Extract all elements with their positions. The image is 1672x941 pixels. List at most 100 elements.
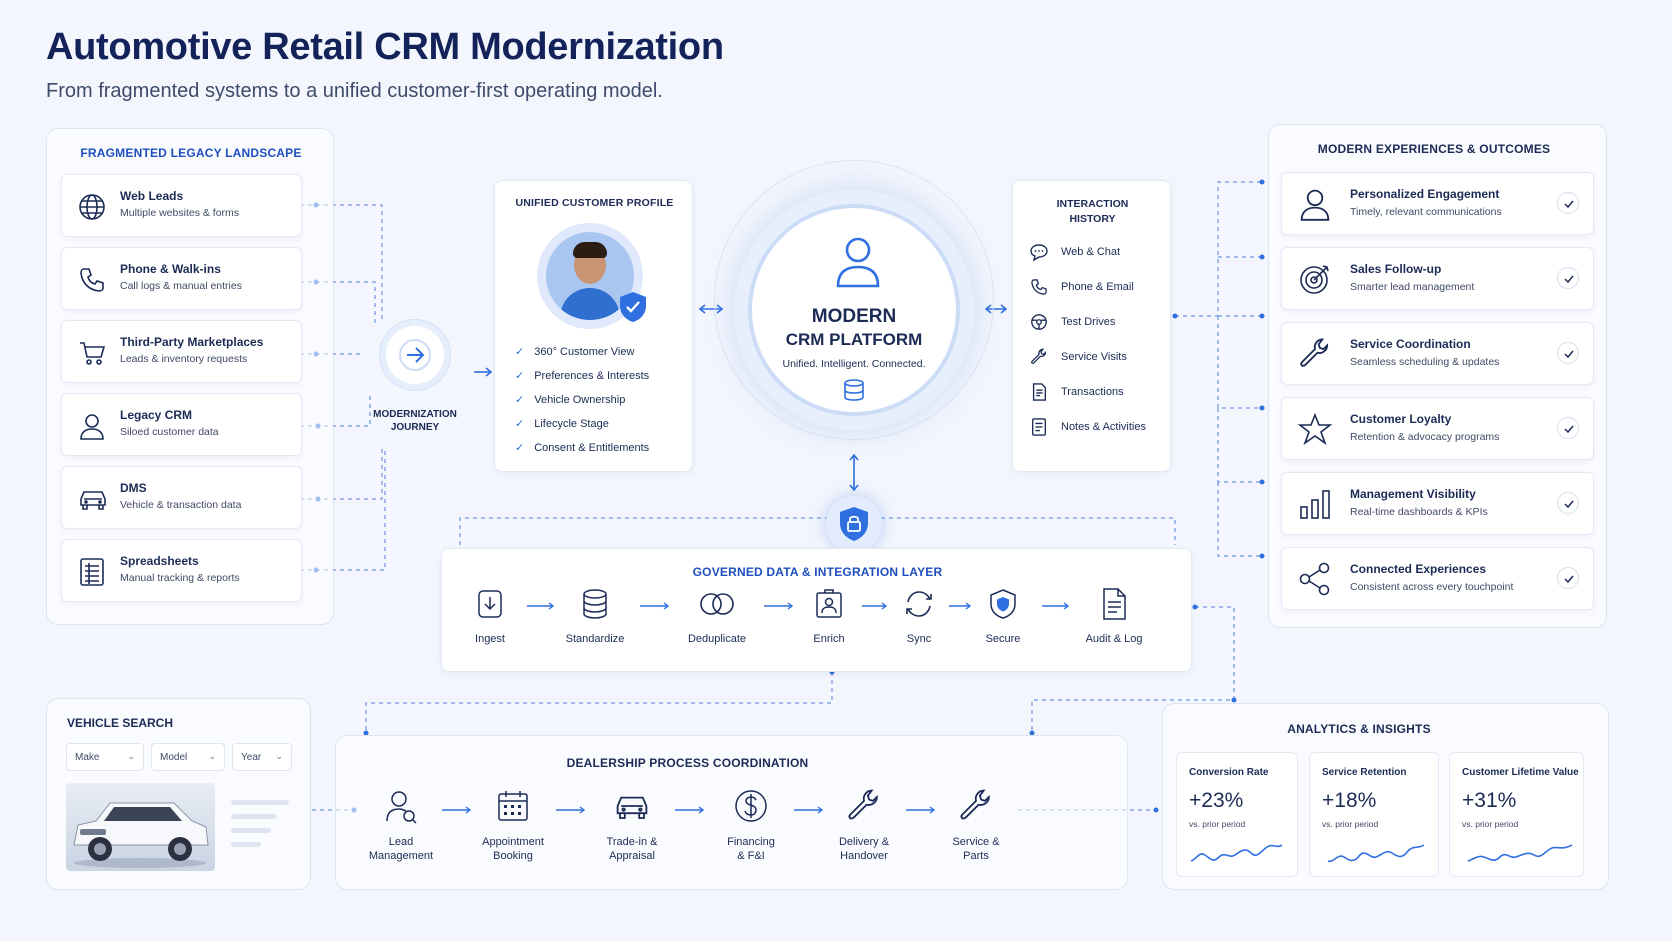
make-select[interactable]: Make⌄ [66, 743, 144, 771]
outcome-subtitle: Smarter lead management [1350, 281, 1475, 293]
globe-icon [79, 194, 105, 220]
outcome-sales-follow-up[interactable]: Sales Follow-up Smarter lead management [1281, 247, 1594, 310]
target-icon [1300, 265, 1329, 294]
outcome-title: Customer Loyalty [1350, 412, 1452, 426]
interaction-item: Transactions [1029, 383, 1124, 401]
profile-item-label: Consent & Entitlements [534, 441, 650, 454]
process-title: DEALERSHIP PROCESS COORDINATION [566, 756, 809, 770]
outcome-management-visibility[interactable]: Management Visibility Real-time dashboar… [1281, 472, 1594, 535]
governed-step-secure[interactable]: Secure [958, 587, 1048, 646]
user-icon [836, 237, 880, 288]
kpi-value: +23% [1189, 789, 1244, 812]
wrench-icon [848, 789, 878, 820]
check-icon: ✓ [515, 370, 525, 382]
profile-item: ✓Consent & Entitlements [515, 441, 650, 455]
profile-item-label: Lifecycle Stage [534, 417, 609, 430]
interaction-title-line1: INTERACTION [1056, 198, 1129, 210]
governed-step-deduplicate[interactable]: Deduplicate [672, 587, 762, 646]
year-select[interactable]: Year⌄ [232, 743, 292, 771]
check-icon: ✓ [515, 394, 525, 406]
sync-icon [906, 591, 932, 617]
interaction-item-label: Web & Chat [1061, 246, 1121, 258]
check-icon [1557, 417, 1579, 439]
kpi-conversion-rate[interactable]: Conversion Rate +23% vs. prior period [1176, 752, 1298, 877]
profile-title: UNIFIED CUSTOMER PROFILE [515, 197, 674, 209]
legacy-item-legacy-crm[interactable]: Legacy CRM Siloed customer data [61, 393, 302, 456]
verified-shield-icon [620, 292, 646, 322]
kpi-label: Service Retention [1322, 767, 1407, 778]
interaction-item-label: Service Visits [1061, 351, 1127, 363]
interaction-item-label: Notes & Activities [1061, 421, 1146, 433]
governed-step-audit-log[interactable]: Audit & Log [1069, 587, 1159, 646]
sparkline [1327, 844, 1425, 863]
step-label: Trade-in &Appraisal [606, 836, 658, 862]
outcome-service-coordination[interactable]: Service Coordination Seamless scheduling… [1281, 322, 1594, 385]
kpi-label: Customer Lifetime Value [1462, 767, 1579, 778]
process-step-delivery[interactable]: Delivery &Handover [819, 788, 909, 863]
step-label: Standardize [565, 633, 625, 645]
governed-step-enrich[interactable]: Enrich [784, 587, 874, 646]
enrich-icon [816, 589, 842, 618]
legacy-item-title: Web Leads [120, 189, 184, 203]
arrow-right-icon [399, 339, 431, 371]
lock-shield-icon [840, 507, 868, 541]
ingest-icon [478, 590, 502, 618]
interaction-item-label: Phone & Email [1061, 281, 1134, 293]
receipt-icon [1032, 383, 1046, 401]
legacy-item-title: Phone & Walk-ins [120, 262, 221, 276]
governed-step-standardize[interactable]: Standardize [550, 587, 640, 646]
check-icon: ✓ [515, 346, 525, 358]
car-icon [616, 796, 648, 819]
outcome-customer-loyalty[interactable]: Customer Loyalty Retention & advocacy pr… [1281, 397, 1594, 460]
outcome-connected-experiences[interactable]: Connected Experiences Consistent across … [1281, 547, 1594, 610]
model-select[interactable]: Model⌄ [151, 743, 225, 771]
database-icon [583, 589, 607, 619]
governed-step-sync[interactable]: Sync [874, 587, 964, 646]
profile-item: ✓ Lifecycle Stage [515, 417, 609, 431]
legacy-item-spreadsheets[interactable]: Spreadsheets Manual tracking & reports [61, 539, 302, 602]
kpi-service-retention[interactable]: Service Retention +18% vs. prior period [1309, 752, 1439, 877]
lead-icon [386, 791, 417, 824]
chevron-down-icon: ⌄ [275, 751, 283, 761]
crm-platform[interactable]: MODERN CRM PLATFORM Unified. Intelligent… [748, 204, 960, 416]
sparkline [1190, 844, 1283, 862]
step-label: Ingest [475, 633, 505, 645]
profile-item-label: 360° Customer View [534, 345, 635, 358]
legacy-item-marketplaces[interactable]: Third-Party Marketplaces Leads & invento… [61, 320, 302, 383]
unified-customer-profile-card: UNIFIED CUSTOMER PROFILE ✓ 360° Customer … [494, 180, 693, 472]
process-step-service-parts[interactable]: Service &Parts [931, 788, 1021, 863]
modernization-journey-node[interactable] [380, 320, 450, 390]
kpi-customer-lifetime-value[interactable]: Customer Lifetime Value +31% vs. prior p… [1449, 752, 1584, 877]
chevron-down-icon: ⌄ [127, 751, 135, 761]
governed-step-ingest[interactable]: Ingest [445, 587, 535, 646]
outcome-personalized-engagement[interactable]: Personalized Engagement Timely, relevant… [1281, 172, 1594, 235]
modernization-journey-label: MODERNIZATION JOURNEY [355, 408, 475, 434]
outcome-title: Sales Follow-up [1350, 262, 1442, 276]
kpi-note: vs. prior period [1322, 819, 1379, 829]
profile-item: ✓Vehicle Ownership [515, 393, 625, 407]
process-step-trade-in[interactable]: Trade-in &Appraisal [587, 788, 677, 863]
step-label: Service &Parts [952, 836, 1000, 862]
outcome-title: Personalized Engagement [1350, 187, 1500, 201]
kpi-value: +18% [1322, 789, 1377, 812]
security-lock-badge [826, 496, 882, 552]
interaction-item: Service Visits [1029, 348, 1127, 366]
legacy-item-subtitle: Call logs & manual entries [120, 280, 242, 292]
crm-platform-tagline: Unified. Intelligent. Connected. [782, 358, 926, 370]
calendar-icon [498, 791, 528, 821]
legacy-item-phone-walkins[interactable]: Phone & Walk-ins Call logs & manual entr… [61, 247, 302, 310]
legacy-item-subtitle: Vehicle & transaction data [120, 499, 242, 511]
legacy-item-dms[interactable]: DMS Vehicle & transaction data [61, 466, 302, 529]
wrench-icon [1300, 338, 1329, 367]
kpi-note: vs. prior period [1462, 819, 1519, 829]
user-icon [80, 414, 104, 440]
legacy-item-title: DMS [120, 481, 147, 495]
legacy-item-web-leads[interactable]: Web Leads Multiple websites & forms [61, 174, 302, 237]
page-title: Automotive Retail CRM Modernization [46, 26, 724, 68]
process-step-financing[interactable]: Financing& F&I [706, 788, 796, 863]
wrench-icon [960, 789, 990, 820]
check-icon: ✓ [515, 418, 525, 430]
vehicle-image[interactable] [66, 783, 215, 871]
